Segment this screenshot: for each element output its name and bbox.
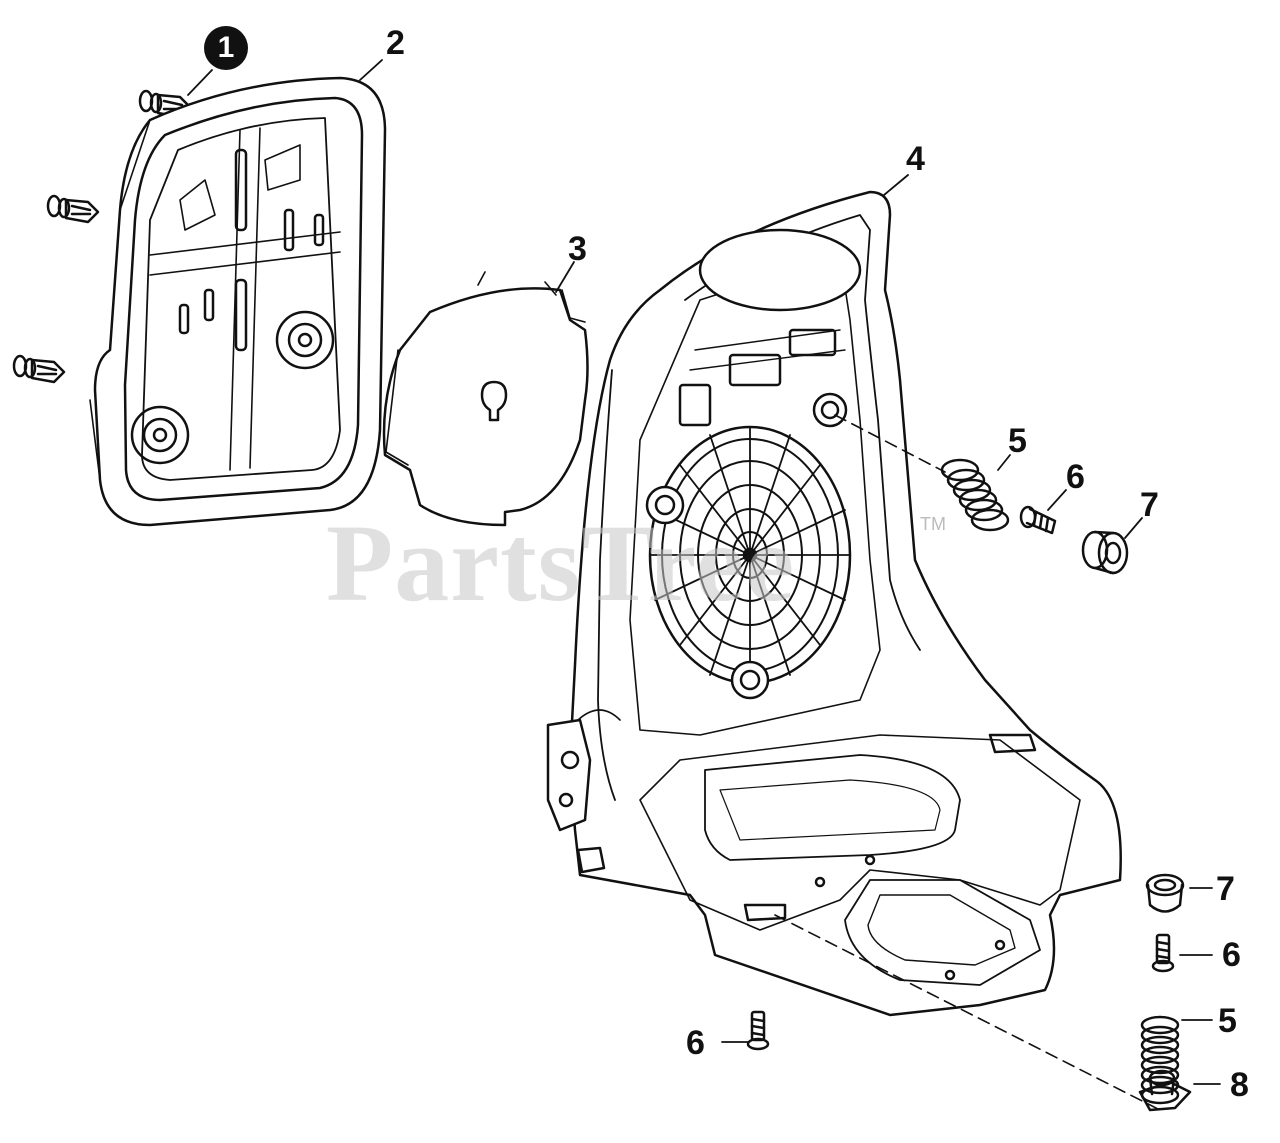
back-pad-panel-part-2 (89, 76, 387, 527)
callout-2: 2 (386, 24, 405, 62)
callout-6-upper: 6 (1066, 458, 1085, 496)
push-rivet-part-1 (12, 89, 192, 384)
watermark-trademark: TM (920, 514, 946, 534)
callout-6-lower: 6 (686, 1024, 705, 1062)
callout-5-lower: 5 (1218, 1002, 1237, 1040)
screw-part-6-middle (1151, 933, 1175, 973)
callout-8: 8 (1230, 1066, 1249, 1104)
grommet-part-7-upper (1081, 530, 1129, 575)
callout-7-lower: 7 (1216, 870, 1235, 908)
watermark-text: PartsTree (326, 502, 796, 624)
callout-4: 4 (906, 140, 925, 178)
callout-6-middle: 6 (1222, 936, 1241, 974)
screw-part-6-upper (1019, 505, 1057, 535)
callout-5-upper: 5 (1008, 422, 1027, 460)
callout-3: 3 (568, 230, 587, 268)
gasket-plate-part-3 (382, 271, 589, 527)
spring-part-5-upper (940, 458, 1010, 532)
base-mount-part-8 (1138, 1069, 1192, 1112)
screw-part-6-lower (746, 1010, 770, 1051)
grommet-part-7-lower (1145, 873, 1185, 913)
assembly-lines (774, 414, 1161, 1111)
backpack-frame-part-4 (546, 190, 1122, 1017)
leader-lines (187, 59, 1221, 1085)
callout-7-upper: 7 (1140, 486, 1159, 524)
callout-1: 1 (204, 26, 248, 70)
